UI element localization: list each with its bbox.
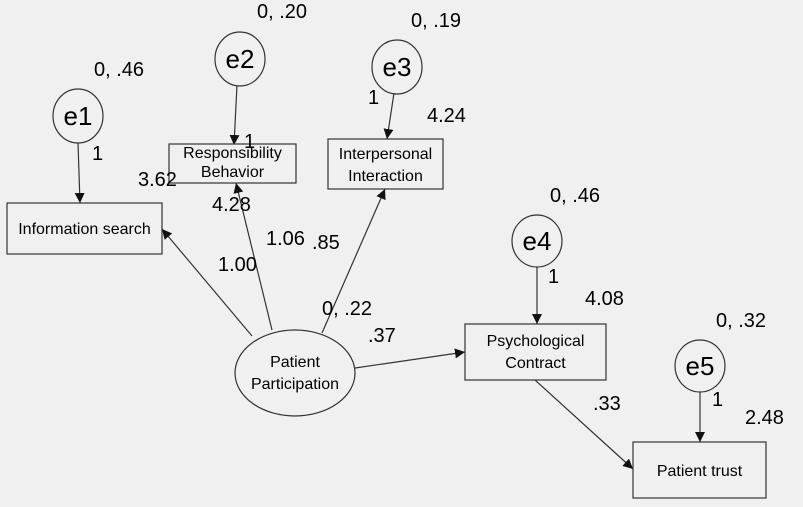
error-e4: e4 <box>511 214 563 268</box>
weight-e3: 1 <box>368 87 379 109</box>
path-psych-trust <box>534 379 634 470</box>
path-participation-psych <box>354 348 466 369</box>
node-patient-trust: Patient trust <box>632 441 767 499</box>
node-interpersonal-interaction: Interpersonal Interaction <box>327 138 444 190</box>
variance-e2: 0, .20 <box>257 1 307 23</box>
node-interpersonal-label-1: Interpersonal <box>339 146 432 163</box>
weight-e4: 1 <box>548 266 559 288</box>
coef-responsibility: 1.06 <box>266 228 305 250</box>
error-e5-label: e5 <box>686 351 715 381</box>
variance-e5: 0, .32 <box>716 310 766 332</box>
path-e2-responsibility <box>229 84 240 146</box>
error-e2-label: e2 <box>226 44 255 74</box>
intercept-responsibility: 4.28 <box>212 194 251 216</box>
intercept-patient-trust: 2.48 <box>745 407 784 429</box>
coef-psychological: .37 <box>368 325 396 347</box>
node-information-search: Information search <box>6 202 163 255</box>
variance-participation: 0, .22 <box>322 298 372 320</box>
node-patient-participation: Patient Participation <box>234 329 356 417</box>
coef-patient-trust: .33 <box>593 393 621 415</box>
variance-e4: 0, .46 <box>550 185 600 207</box>
node-responsibility-behavior: Responsibility Behavior <box>168 143 297 184</box>
error-e4-label: e4 <box>523 226 552 256</box>
coef-interpersonal: .85 <box>312 232 340 254</box>
error-e5: e5 <box>674 339 726 393</box>
weight-e1: 1 <box>92 143 103 165</box>
intercept-psychological: 4.08 <box>585 288 624 310</box>
node-interpersonal-label-2: Interaction <box>348 168 423 185</box>
node-psychological-contract: Psychological Contract <box>464 323 607 381</box>
weight-e5: 1 <box>712 389 723 411</box>
node-participation-label-1: Patient <box>270 354 320 371</box>
coef-information-search: 1.00 <box>218 254 257 276</box>
error-e1: e1 <box>52 88 104 144</box>
path-participation-interpersonal <box>321 188 386 334</box>
node-psych-label-1: Psychological <box>487 333 585 350</box>
node-responsibility-label-2: Behavior <box>201 164 265 181</box>
error-e3-label: e3 <box>383 52 412 82</box>
path-e3-interpersonal <box>383 92 395 140</box>
node-information-search-label: Information search <box>18 221 151 238</box>
path-participation-info <box>161 228 253 337</box>
variance-e3: 0, .19 <box>411 10 461 32</box>
node-participation-label-2: Participation <box>251 376 339 393</box>
weight-e2: 1 <box>244 131 255 153</box>
error-e1-label: e1 <box>64 101 93 131</box>
intercept-interpersonal: 4.24 <box>427 105 466 127</box>
node-responsibility-label-1: Responsibility <box>183 145 282 162</box>
node-patient-trust-label: Patient trust <box>657 463 743 480</box>
error-e3: e3 <box>371 39 423 95</box>
path-e1-info <box>74 142 85 204</box>
intercept-information-search: 3.62 <box>138 169 177 191</box>
error-e2: e2 <box>214 31 266 87</box>
path-participation-responsibility <box>233 182 273 331</box>
variance-e1: 0, .46 <box>94 59 144 81</box>
node-psych-label-2: Contract <box>505 355 566 372</box>
